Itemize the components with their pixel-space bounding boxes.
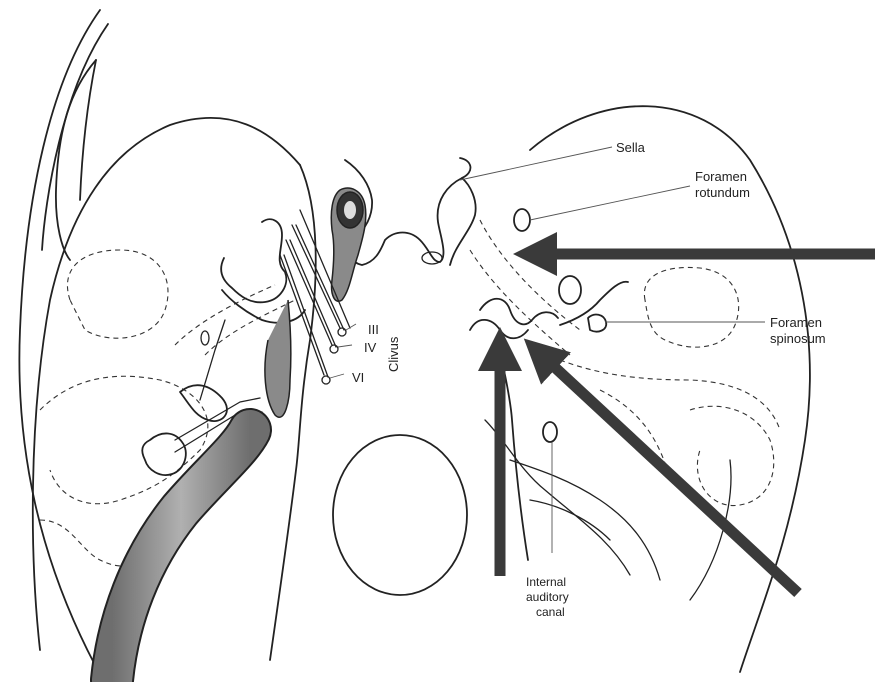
label-foramen-rotundum-line1: Foramen (695, 169, 747, 184)
sella-leader (460, 147, 612, 180)
foramen-spinosum-shape (588, 315, 606, 332)
label-nerve-iii: III (368, 322, 379, 337)
label-nerve-iv: IV (364, 340, 377, 355)
label-internal-auditory-canal-line2: auditory (526, 590, 569, 604)
diagonal-arrow (548, 361, 798, 593)
skull-outer-contour (19, 10, 108, 665)
foramen-magnum (333, 435, 467, 595)
carotid-artery (112, 188, 366, 680)
arrows (500, 254, 875, 593)
foramen-rotundum-shape (514, 209, 530, 231)
label-foramen-spinosum-line2: spinosum (770, 331, 826, 346)
internal-auditory-canal-shape (543, 422, 557, 442)
foramen-rotundum-leader (530, 186, 690, 220)
foramen-ovale-shape (559, 276, 581, 304)
label-nerve-vi: VI (352, 370, 364, 385)
label-foramen-spinosum-line1: Foramen (770, 315, 822, 330)
label-foramen-rotundum-line2: rotundum (695, 185, 750, 200)
label-clivus: Clivus (386, 336, 401, 372)
label-sella: Sella (616, 140, 646, 155)
label-internal-auditory-canal-line1: Internal (526, 575, 566, 589)
label-internal-auditory-canal-line3: canal (536, 605, 565, 619)
